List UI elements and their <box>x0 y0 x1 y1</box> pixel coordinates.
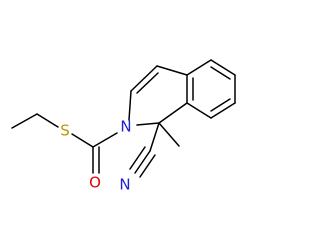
bond-c7-c8-inner <box>210 98 231 112</box>
bond-c3-c4-outer <box>130 65 158 92</box>
atom-label-n-nitrile: N <box>119 176 130 194</box>
bond-s-carbonyl <box>71 133 94 148</box>
bond-ch3-ch2 <box>11 113 38 129</box>
bond-c5-c6-inner <box>210 66 231 80</box>
structure-diagram: S N O N <box>11 59 236 194</box>
bond-nitrile-2 <box>139 154 156 178</box>
bond-c5-c6 <box>210 59 236 76</box>
bond-nitrile-3 <box>129 146 146 170</box>
bond-c4-c4a <box>156 65 188 76</box>
bond-carbonyl-n <box>92 132 118 148</box>
bond-ch2-s <box>36 113 59 128</box>
bond-nitrile-1 <box>134 150 151 174</box>
bond-c4a-c5 <box>186 59 212 76</box>
atom-label-s: S <box>60 122 70 140</box>
bond-c8a-c1 <box>158 102 188 124</box>
bond-c3-c4-inner <box>136 72 159 94</box>
bonds <box>11 59 236 178</box>
bond-c1-n <box>136 122 160 126</box>
bond-c1-methyl <box>158 122 180 147</box>
bond-c7-c8 <box>210 102 236 119</box>
bond-c1-cn <box>149 122 160 152</box>
atom-label-n-ring: N <box>120 118 131 136</box>
atom-labels: S N O N <box>60 118 131 194</box>
bond-n-c3 <box>128 90 132 121</box>
bond-c8-c8a <box>186 102 212 119</box>
atom-label-o: O <box>89 174 101 192</box>
